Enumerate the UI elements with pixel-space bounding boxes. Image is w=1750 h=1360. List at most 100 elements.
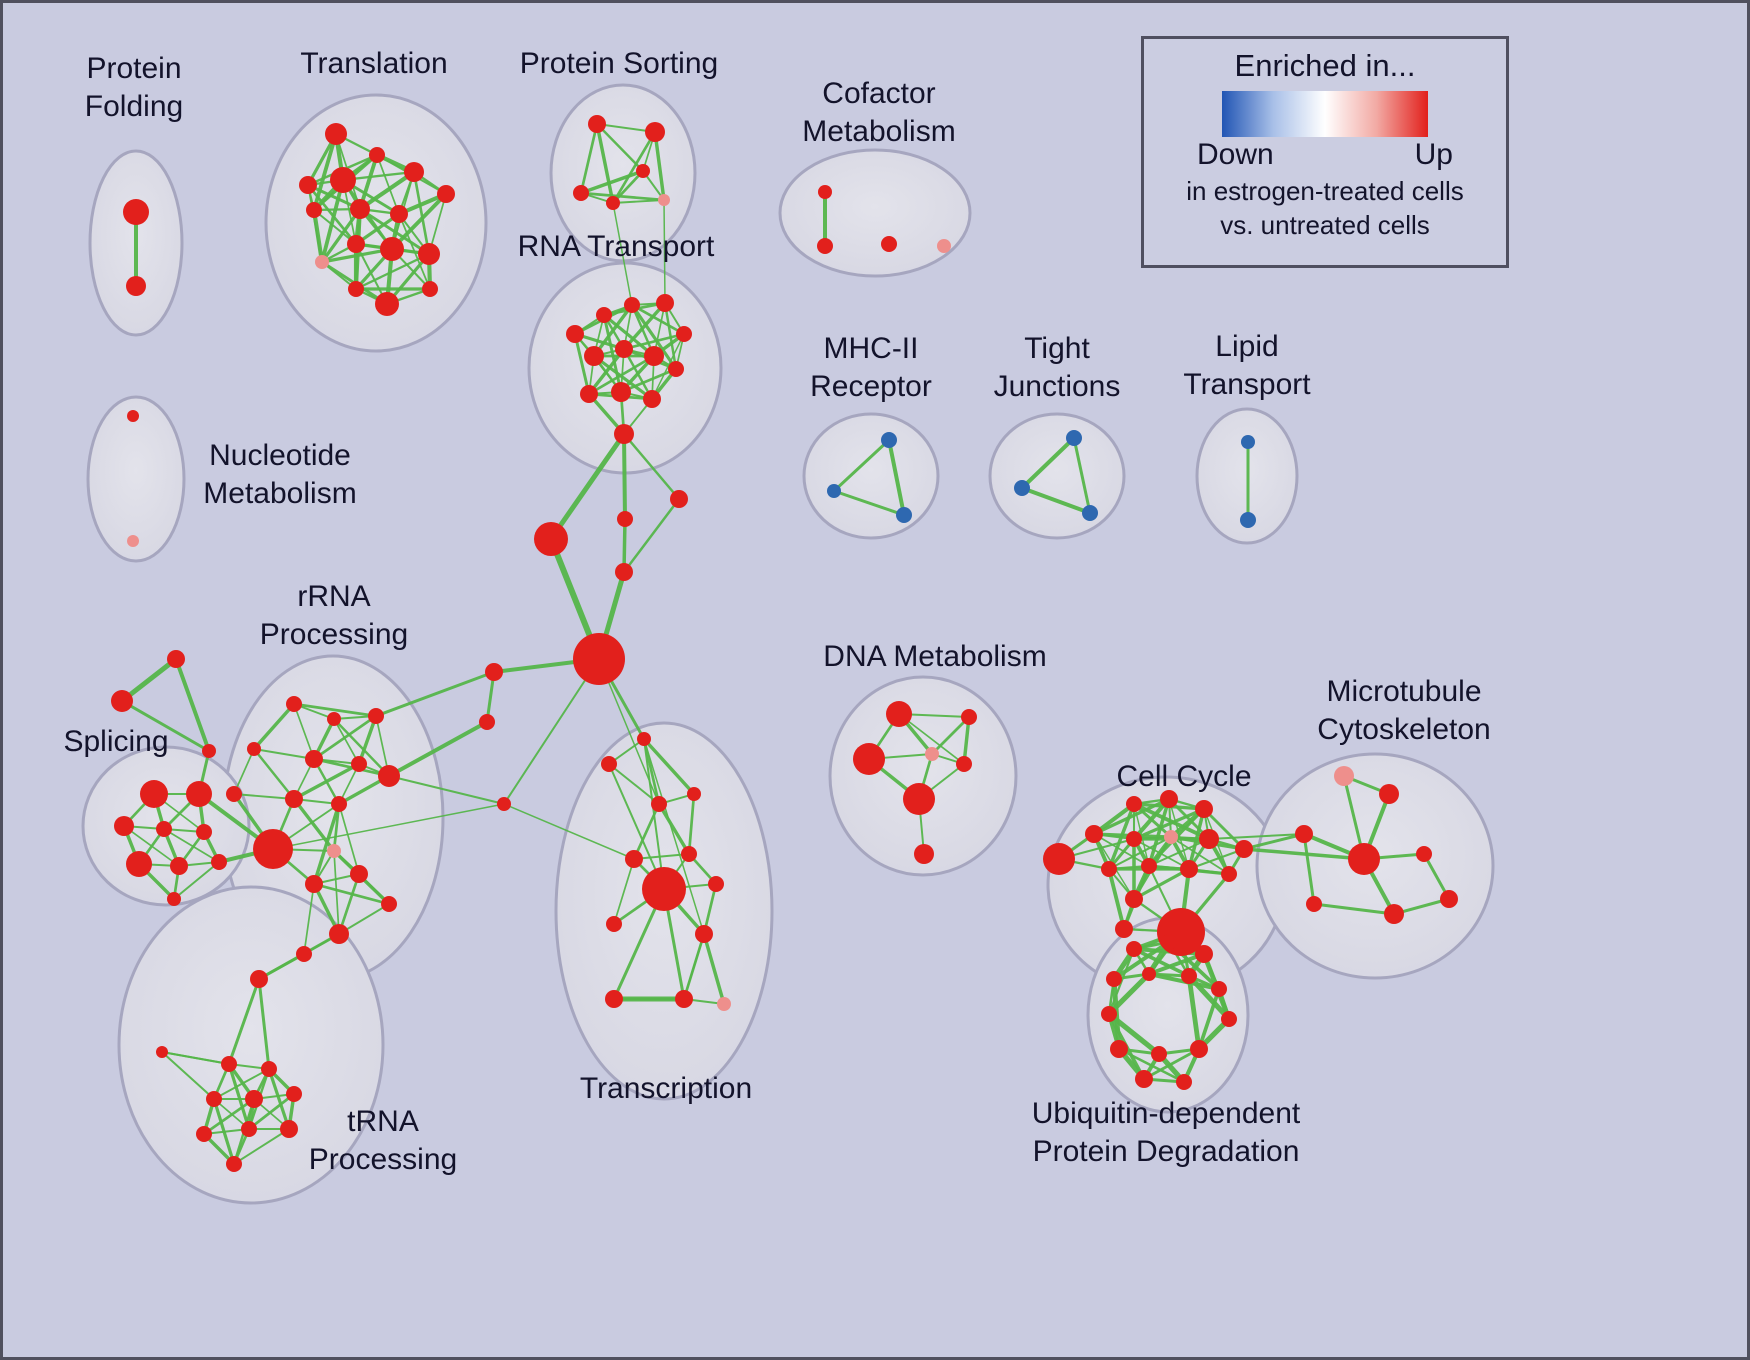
connector-edge — [388, 775, 505, 805]
node-protein-folding — [123, 199, 149, 225]
node-cell-cycle — [1126, 796, 1142, 812]
edge-transcription — [643, 738, 705, 935]
node-transcription — [717, 997, 731, 1011]
edge-rrna-processing — [252, 747, 296, 801]
edge-splicing — [163, 828, 220, 863]
node-microtubule-cytoskeleton — [1384, 904, 1404, 924]
node-ubiquitin-degradation — [1142, 967, 1156, 981]
node-rrna-processing — [378, 765, 400, 787]
node-transcription — [651, 796, 667, 812]
edge-protein-sorting — [653, 130, 666, 202]
node-splicing — [211, 854, 227, 870]
edge-cell-cycle — [1132, 807, 1206, 841]
node-rrna-processing — [286, 696, 302, 712]
node-splicing — [114, 816, 134, 836]
edge-trna-processing — [161, 1051, 215, 1100]
edge-cell-cycle — [1093, 833, 1150, 867]
node-dna-metabolism — [903, 783, 935, 815]
node-dna-metabolism — [925, 747, 939, 761]
node-rna-transport — [614, 424, 634, 444]
edge-rna-transport — [602, 313, 656, 358]
edge-trna-processing — [233, 1128, 290, 1165]
edge-rrna-processing — [233, 793, 295, 800]
node-translation — [422, 281, 438, 297]
edge-trna-processing — [247, 1092, 296, 1131]
edge-transcription — [633, 853, 690, 860]
node-rrna-processing — [327, 712, 341, 726]
node-ubiquitin-degradation — [1101, 1006, 1117, 1022]
edge-protein-sorting — [579, 191, 666, 202]
node-rrna-processing — [329, 924, 349, 944]
node-rrna-processing — [285, 790, 303, 808]
node-rna-transport — [644, 346, 664, 366]
edge-transcription — [642, 737, 661, 806]
edge-rrna-processing — [338, 803, 360, 875]
node-rrna-processing — [351, 756, 367, 772]
node-cell-cycle — [1043, 843, 1075, 875]
edge-tight-junctions — [1072, 436, 1092, 515]
node-cell-cycle — [1115, 920, 1133, 938]
connector-edge — [272, 803, 505, 850]
edge-rna-transport — [630, 303, 678, 371]
cluster-ellipse-translation — [264, 93, 488, 353]
edge-rrna-processing — [357, 714, 378, 766]
edge-microtubule-cytoskeleton — [1312, 902, 1396, 916]
edge-ubiquitin-degradation — [1186, 973, 1202, 1052]
edge-rrna-processing — [333, 850, 340, 935]
node-cell-cycle — [1141, 858, 1157, 874]
node-microtubule-cytoskeleton — [1416, 846, 1432, 862]
connector-edge — [1242, 832, 1306, 851]
node-cell-cycle — [1195, 800, 1213, 818]
edge-rrna-processing — [293, 703, 315, 760]
node-trna-processing — [196, 1126, 212, 1142]
node-mhc-ii-receptor — [881, 432, 897, 448]
edge-ubiquitin-degradation — [1106, 1011, 1162, 1057]
cluster-label-transcription: Transcription — [580, 1072, 752, 1105]
node-rna-transport — [566, 325, 584, 343]
edge-rna-transport — [573, 332, 591, 396]
node-rrna-processing — [253, 829, 293, 869]
edge-rna-transport — [592, 303, 634, 358]
node-transcription — [625, 850, 643, 868]
node-trna-processing — [221, 1056, 237, 1072]
node-dna-metabolism — [961, 709, 977, 725]
node-microtubule-cytoskeleton — [1306, 896, 1322, 912]
legend-caption-line2: vs. untreated cells — [1220, 209, 1430, 240]
connector-edge — [598, 658, 660, 805]
node-translation — [437, 185, 455, 203]
cluster-label-dna-metabolism: DNA Metabolism — [823, 640, 1046, 673]
network-nodes — [111, 115, 1458, 1172]
edge-microtubule-cytoskeleton — [1302, 832, 1316, 906]
edge-tight-junctions — [1020, 436, 1076, 490]
edge-ubiquitin-degradation — [1186, 973, 1232, 1022]
edge-protein-sorting — [611, 130, 657, 205]
node-cell-cycle — [1126, 831, 1142, 847]
node-microtubule-cytoskeleton — [1334, 766, 1354, 786]
connector-edge — [1242, 847, 1366, 861]
connector-edge — [174, 657, 211, 753]
edge-transcription — [613, 858, 635, 925]
legend-scale: Down Up — [1197, 138, 1453, 172]
node-trna-processing — [286, 1086, 302, 1102]
node-ubiquitin-degradation — [1221, 1011, 1237, 1027]
cluster-label-protein-sorting: Protein Sorting — [520, 47, 718, 80]
node-splicing — [140, 780, 168, 808]
node-mhc-ii-receptor — [896, 507, 912, 523]
node-cell-cycle — [1199, 829, 1219, 849]
node-rrna-processing — [247, 742, 261, 756]
node-splicing — [126, 851, 152, 877]
node-translation — [306, 202, 322, 218]
edge-rrna-processing — [337, 872, 361, 936]
edge-protein-sorting — [611, 169, 645, 205]
node-cell-cycle — [1221, 866, 1237, 882]
edge-rrna-processing — [233, 748, 255, 795]
edge-cell-cycle — [1107, 835, 1173, 871]
node-rrna-processing — [381, 896, 397, 912]
edge-ubiquitin-degradation — [1132, 947, 1191, 978]
node-splicing — [156, 821, 172, 837]
edge-translation — [357, 169, 417, 212]
